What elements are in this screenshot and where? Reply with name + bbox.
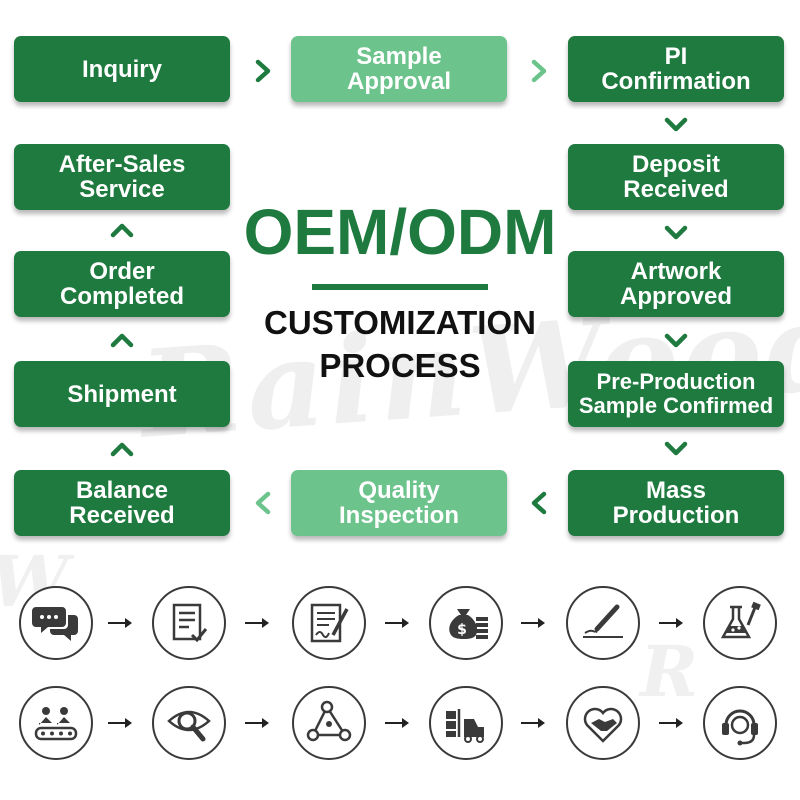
- chevron-left-icon: [524, 488, 554, 518]
- conveyor-production-icon: [19, 686, 93, 760]
- arrow-right-icon: [520, 716, 546, 730]
- pen-sign-icon: [566, 586, 640, 660]
- step-shipment: Shipment: [14, 361, 230, 427]
- step-balance-received: Balance Received: [14, 470, 230, 536]
- forklift-warehouse-icon: [429, 686, 503, 760]
- step-inquiry: Inquiry: [14, 36, 230, 102]
- chevron-right-icon: [524, 56, 554, 86]
- svg-text:$: $: [457, 622, 467, 638]
- page-title: OEM/ODM: [243, 196, 557, 268]
- arrow-right-icon: [384, 616, 410, 630]
- chevron-up-icon: [107, 325, 137, 355]
- arrow-right-icon: [107, 716, 133, 730]
- contract-sign-icon: [292, 586, 366, 660]
- arrow-right-icon: [384, 716, 410, 730]
- step-deposit-received: Deposit Received: [568, 144, 784, 210]
- triangle-nodes-icon: [292, 686, 366, 760]
- headset-support-icon: [703, 686, 777, 760]
- step-after-sales-service: After-Sales Service: [14, 144, 230, 210]
- step-quality-inspection: Quality Inspection: [291, 470, 507, 536]
- arrow-right-icon: [658, 616, 684, 630]
- heart-handshake-icon: [566, 686, 640, 760]
- eye-magnifier-inspection-icon: [152, 686, 226, 760]
- chevron-down-icon: [661, 434, 691, 464]
- chevron-up-icon: [107, 434, 137, 464]
- chevron-down-icon: [661, 110, 691, 140]
- checklist-icon: [152, 586, 226, 660]
- step-artwork-approved: Artwork Approved: [568, 251, 784, 317]
- chevron-down-icon: [661, 218, 691, 248]
- chat-bubbles-icon: [19, 586, 93, 660]
- step-sample-approval: Sample Approval: [291, 36, 507, 102]
- subtitle-line-1: CUSTOMIZATION: [264, 304, 536, 341]
- arrow-right-icon: [244, 616, 270, 630]
- arrow-right-icon: [244, 716, 270, 730]
- arrow-right-icon: [658, 716, 684, 730]
- step-mass-production: Mass Production: [568, 470, 784, 536]
- chevron-right-icon: [248, 56, 278, 86]
- step-pre-production-sample-confirmed: Pre-Production Sample Confirmed: [568, 361, 784, 427]
- step-pi-confirmation: PI Confirmation: [568, 36, 784, 102]
- chevron-left-icon: [248, 488, 278, 518]
- arrow-right-icon: [107, 616, 133, 630]
- chevron-up-icon: [107, 215, 137, 245]
- arrow-right-icon: [520, 616, 546, 630]
- step-order-completed: Order Completed: [14, 251, 230, 317]
- title-divider: [312, 284, 488, 290]
- money-bag-coins-icon: $: [429, 586, 503, 660]
- watermark-logo-right: R: [640, 630, 699, 713]
- lab-flask-icon: [703, 586, 777, 660]
- subtitle-line-2: PROCESS: [319, 347, 481, 384]
- chevron-down-icon: [661, 326, 691, 356]
